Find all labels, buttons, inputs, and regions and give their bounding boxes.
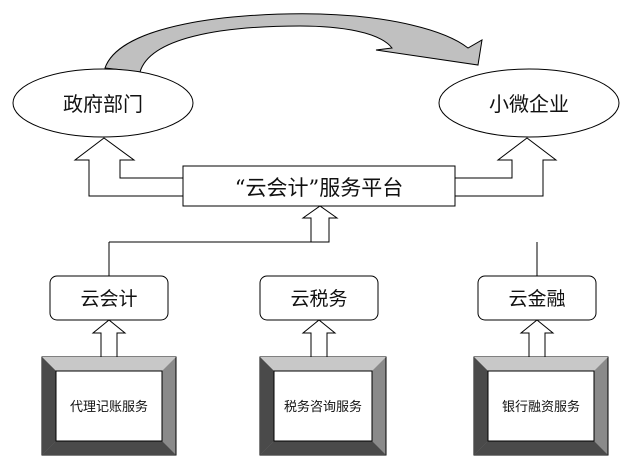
tax-consulting-service-node: 税务咨询服务 — [259, 356, 387, 456]
arrow-bank-financing-up — [519, 319, 555, 358]
small-business-node: 小微企业 — [438, 68, 620, 138]
small-business-label: 小微企业 — [489, 92, 569, 116]
cloud-accounting-label: 云会计 — [80, 288, 137, 310]
bookkeeping-service-label: 代理记账服务 — [70, 399, 148, 415]
arrow-platform-to-business — [455, 137, 558, 197]
cloud-finance-node: 云金融 — [477, 275, 597, 321]
arrow-tax-consulting-up — [301, 319, 337, 358]
bookkeeping-service-node: 代理记账服务 — [41, 356, 177, 456]
cloud-accounting-node: 云会计 — [49, 275, 169, 321]
government-node: 政府部门 — [12, 68, 194, 138]
arrow-bookkeeping-up — [91, 319, 127, 358]
platform-label: “云会计”服务平台 — [235, 176, 403, 200]
bank-financing-service-node: 银行融资服务 — [473, 356, 609, 456]
curved-arrow-gov-to-business — [104, 13, 483, 73]
cloud-finance-label: 云金融 — [508, 288, 565, 310]
connector-to-platform — [108, 205, 538, 276]
tax-consulting-service-label: 税务咨询服务 — [284, 399, 362, 415]
cloud-tax-node: 云税务 — [259, 275, 379, 321]
arrow-platform-to-government — [73, 137, 183, 197]
government-label: 政府部门 — [63, 92, 143, 116]
platform-node: “云会计”服务平台 — [182, 165, 456, 207]
cloud-tax-label: 云税务 — [290, 288, 347, 310]
bank-financing-service-label: 银行融资服务 — [502, 399, 580, 415]
